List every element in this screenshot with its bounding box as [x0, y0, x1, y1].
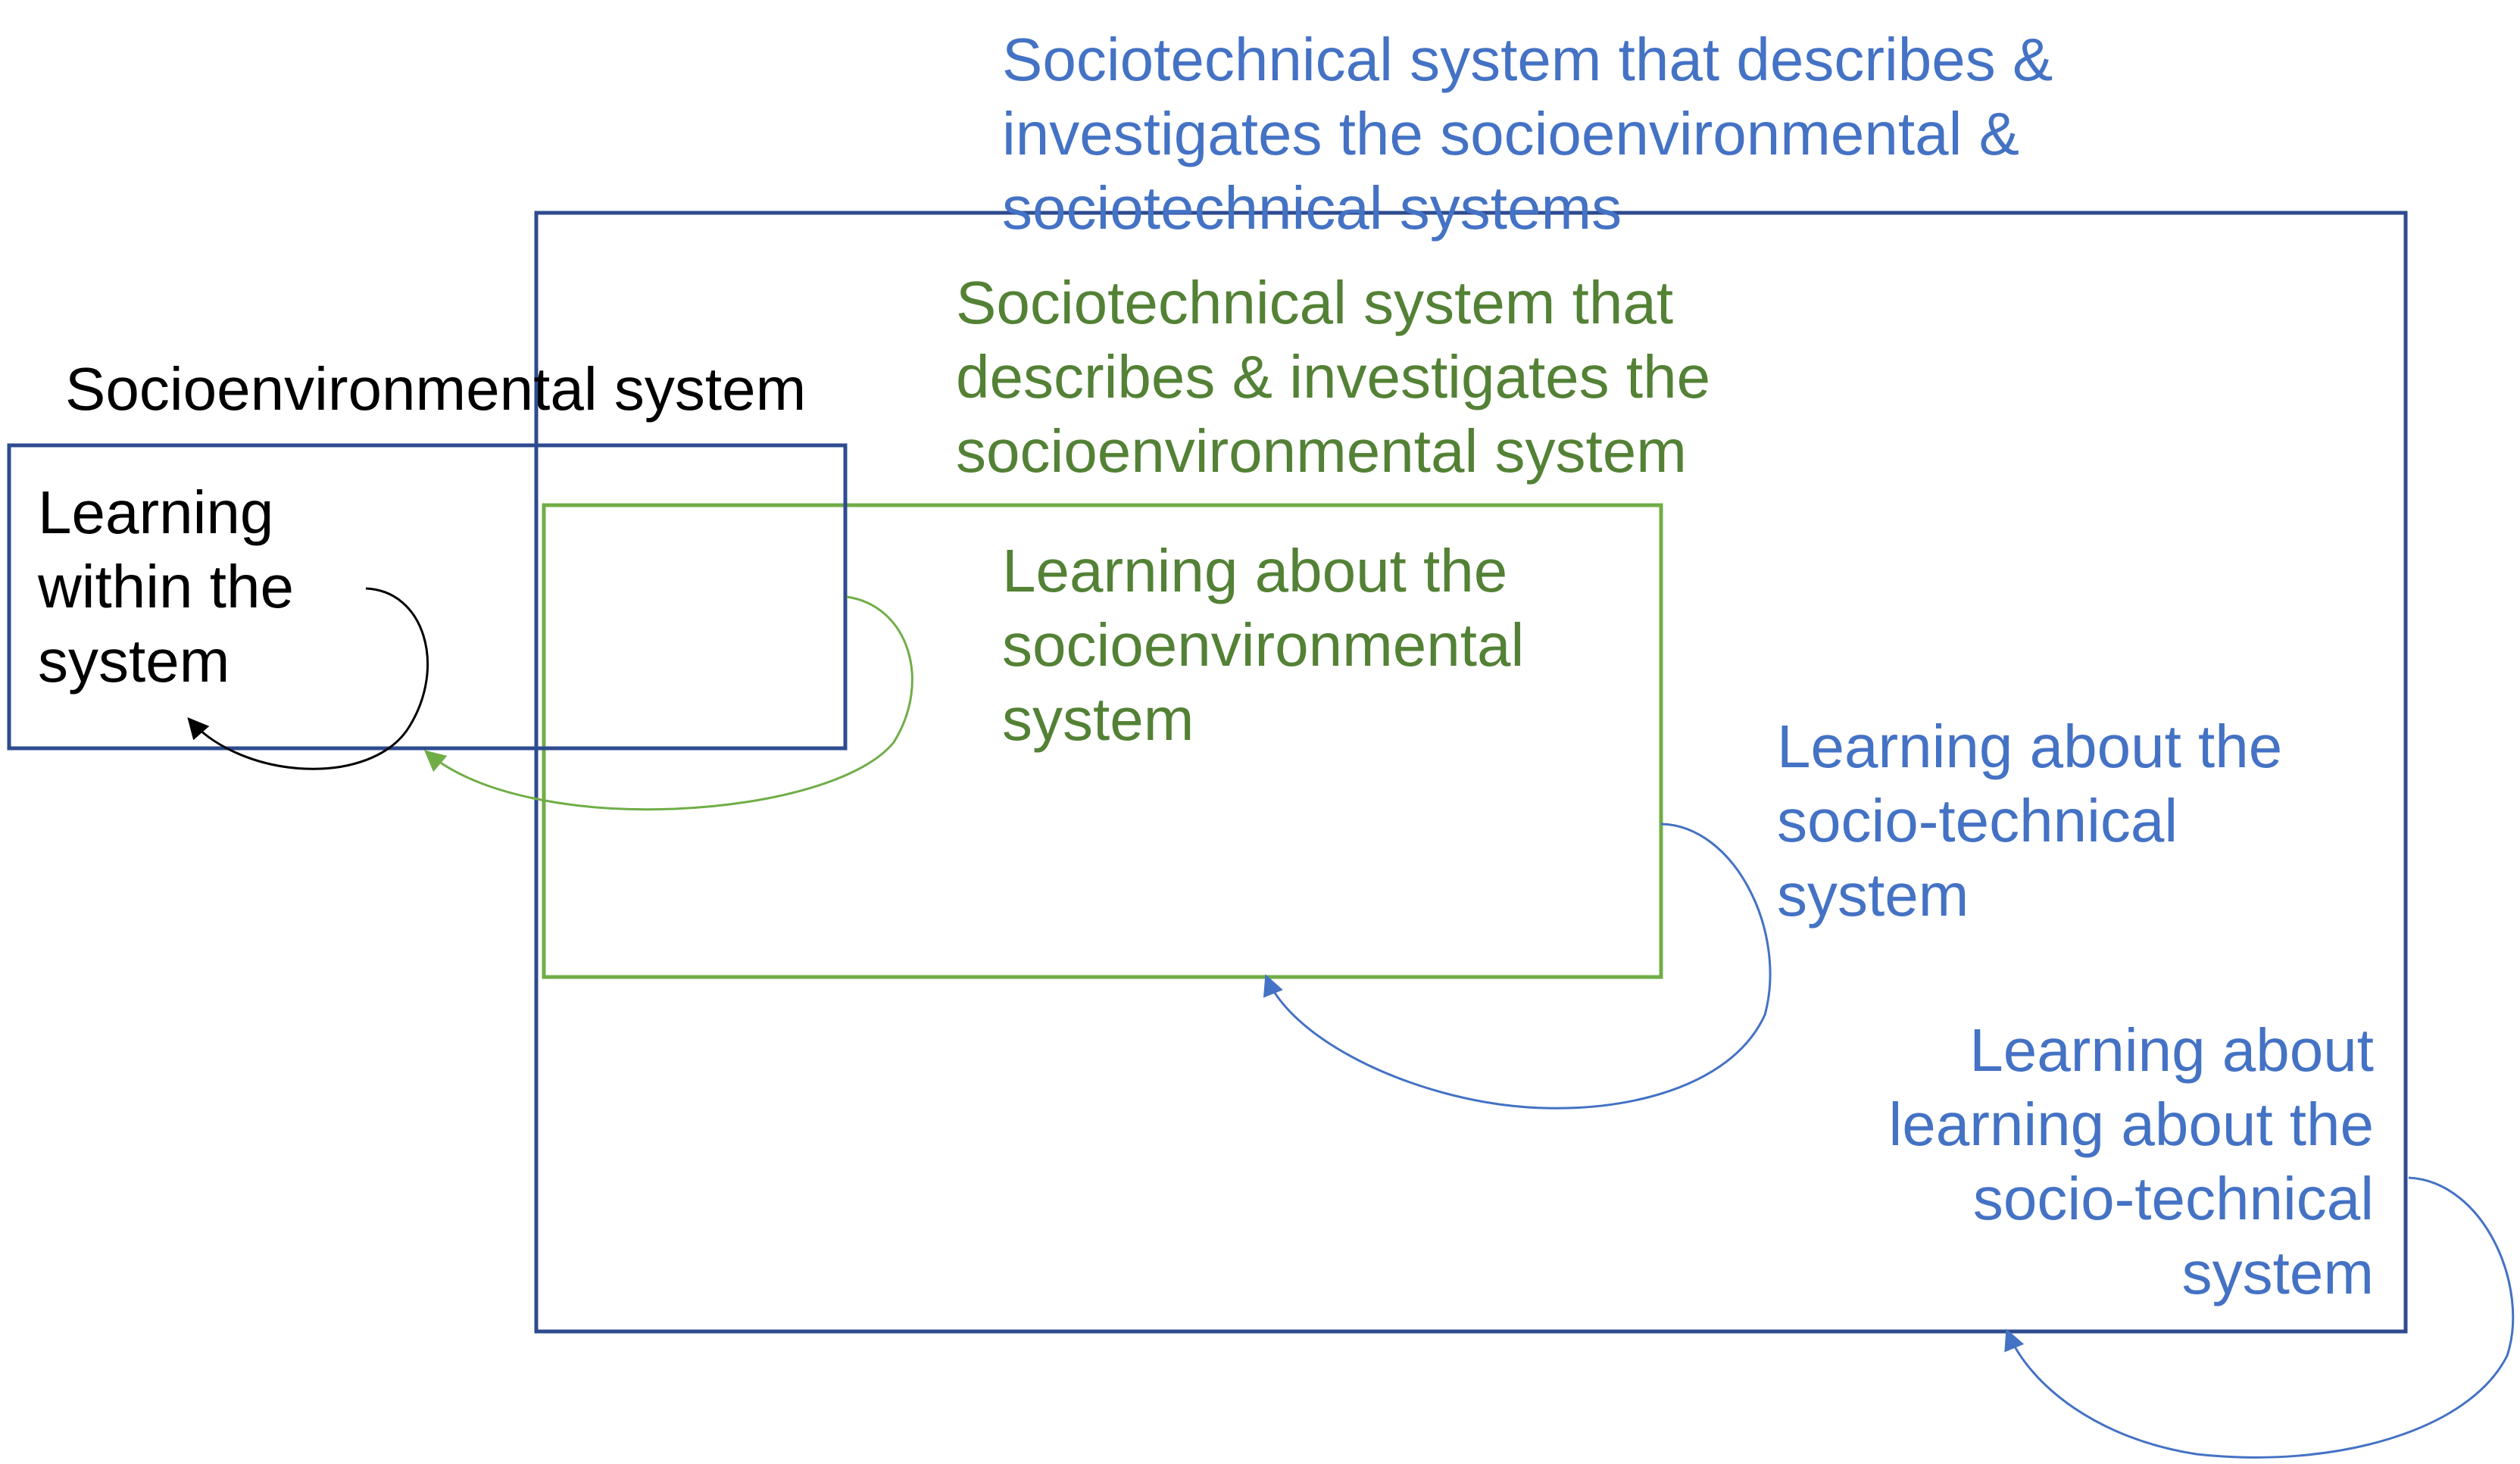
- learning-about-learning-label: Learning about learning about the socio-…: [1888, 1016, 2374, 1306]
- learning-within-loop-arrow: [187, 587, 429, 770]
- learning-within-label: Learning within the system: [38, 479, 294, 695]
- inner-sociotechnical-box: [542, 503, 1663, 979]
- inner-system-title: Sociotechnical system that describes & i…: [956, 269, 1711, 485]
- learning-about-sociotechnical-label: Learning about the socio-technical syste…: [1777, 713, 2283, 929]
- socioenvironmental-box: [7, 443, 848, 751]
- outer-system-title: Sociotechnical system that describes & i…: [1002, 26, 2053, 242]
- learning-about-learning-loop-arrow: [2004, 1176, 2515, 1459]
- outer-sociotechnical-box: [534, 211, 2408, 1334]
- learning-about-sociotechnical-loop-arrow: [1263, 823, 1772, 1110]
- learning-about-socioenvironmental-loop-arrow: [423, 595, 913, 811]
- learning-about-socioenvironmental-label: Learning about the socioenvironmental sy…: [1002, 537, 1525, 753]
- socioenvironmental-system-title: Socioenvironmental system: [65, 355, 807, 423]
